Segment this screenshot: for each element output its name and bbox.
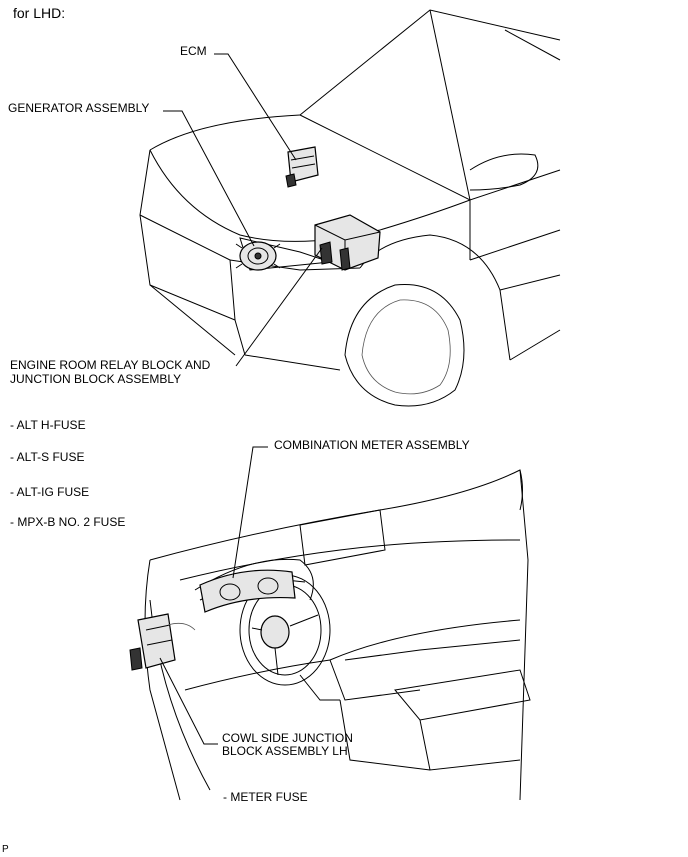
relay-block-label-line2: JUNCTION BLOCK ASSEMBLY xyxy=(10,372,182,386)
page-heading: for LHD: xyxy=(13,5,66,21)
combination-meter-part xyxy=(199,569,296,613)
ecm-part xyxy=(285,146,319,188)
generator-label: GENERATOR ASSEMBLY xyxy=(8,101,150,115)
leader-lines-top xyxy=(163,53,323,367)
leader-lines-bottom xyxy=(159,446,268,745)
fuse-alt-h-label: - ALT H-FUSE xyxy=(10,418,86,432)
fuse-alt-ig-label: - ALT-IG FUSE xyxy=(10,485,90,499)
corner-mark: P xyxy=(2,844,9,855)
cowl-junction-label-line1: COWL SIDE JUNCTION xyxy=(222,731,353,745)
vehicle-body-outline xyxy=(139,9,561,407)
cowl-junction-label-line2: BLOCK ASSEMBLY LH xyxy=(222,744,348,758)
relay-block-part xyxy=(314,214,381,271)
fuse-mpx-b-label: - MPX-B NO. 2 FUSE xyxy=(10,515,126,529)
ecm-label: ECM xyxy=(180,44,207,58)
generator-part xyxy=(235,241,281,271)
cowl-junction-block-part xyxy=(129,613,196,671)
fuse-alt-s-label: - ALT-S FUSE xyxy=(10,450,85,464)
meter-fuse-label: - METER FUSE xyxy=(223,790,308,804)
combination-meter-label: COMBINATION METER ASSEMBLY xyxy=(274,438,470,452)
relay-block-label-line1: ENGINE ROOM RELAY BLOCK AND xyxy=(10,358,211,372)
